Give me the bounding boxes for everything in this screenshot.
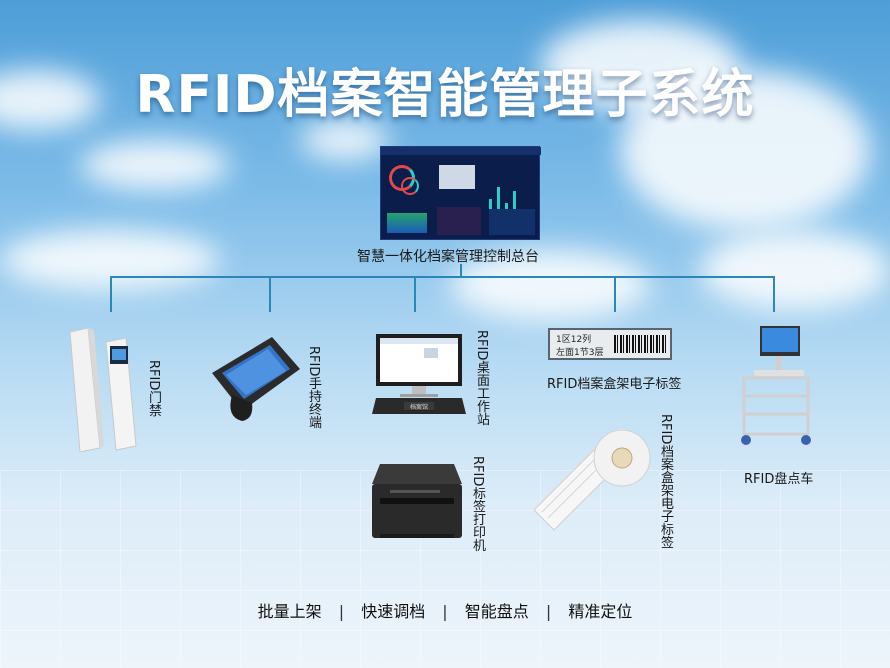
shelf-tag-image: 1区12列 左面1节3层 bbox=[548, 328, 672, 360]
desktop-badge-text: 档案馆 bbox=[410, 403, 428, 411]
shelf-tag-label: RFID档案盒架电子标签 bbox=[547, 377, 682, 392]
cloud bbox=[700, 230, 890, 310]
feature-smart-inventory: 智能盘点 bbox=[464, 602, 529, 621]
cloud bbox=[80, 140, 230, 190]
feature-list: 批量上架 | 快速调档 | 智能盘点 | 精准定位 bbox=[0, 598, 890, 622]
rfid-cart-label: RFID盘点车 bbox=[744, 472, 814, 487]
cloud bbox=[300, 120, 390, 160]
connector-horizontal bbox=[110, 276, 774, 278]
rfid-handheld-image bbox=[212, 337, 300, 421]
connector-handheld bbox=[269, 276, 271, 312]
cloud bbox=[0, 70, 100, 130]
footer-separator: | bbox=[545, 602, 552, 621]
page-title: RFID档案智能管理子系统 bbox=[135, 65, 755, 125]
connector-gate bbox=[110, 276, 112, 312]
rfid-printer-label: RFID标签打印机 bbox=[470, 456, 485, 552]
rfid-desktop-label: RFID桌面工作站 bbox=[474, 330, 489, 426]
dashboard-building-icon bbox=[439, 165, 475, 189]
feature-precise-location: 精准定位 bbox=[568, 602, 633, 621]
feature-fast-retrieval: 快速调档 bbox=[361, 602, 426, 621]
connector-console bbox=[460, 264, 462, 277]
console-dashboard-image bbox=[380, 146, 541, 240]
connector-cart bbox=[773, 276, 775, 312]
dashboard-header-bar bbox=[381, 147, 541, 155]
dashboard-area-chart bbox=[387, 213, 427, 233]
dashboard-panel bbox=[489, 209, 535, 235]
connector-shelf-tag bbox=[614, 276, 616, 312]
cloud bbox=[450, 250, 650, 320]
rfid-printer-image bbox=[372, 464, 462, 538]
shelf-tag-text-line2: 左面1节3层 bbox=[556, 348, 604, 358]
dashboard-gauge-icon bbox=[401, 177, 419, 195]
rfid-handheld-label: RFID手持终端 bbox=[306, 346, 321, 429]
connector-desktop bbox=[414, 276, 416, 312]
footer-separator: | bbox=[442, 602, 448, 621]
barcode-icon bbox=[614, 335, 668, 353]
rfid-desktop-image: 档案馆 bbox=[372, 334, 466, 414]
footer-separator: | bbox=[338, 602, 345, 621]
box-tag-label: RFID档案盒架电子标签 bbox=[658, 414, 673, 549]
rfid-gate-image bbox=[69, 328, 137, 452]
rfid-cart-image bbox=[741, 326, 811, 445]
feature-batch-shelving: 批量上架 bbox=[257, 602, 322, 621]
console-label: 智慧一体化档案管理控制总台 bbox=[357, 249, 539, 265]
shelf-tag-text-line1: 1区12列 bbox=[556, 335, 592, 345]
cloud bbox=[620, 70, 870, 230]
rfid-gate-label: RFID门禁 bbox=[146, 360, 161, 417]
dashboard-panel bbox=[437, 207, 481, 235]
tag-roll-image bbox=[534, 430, 651, 531]
